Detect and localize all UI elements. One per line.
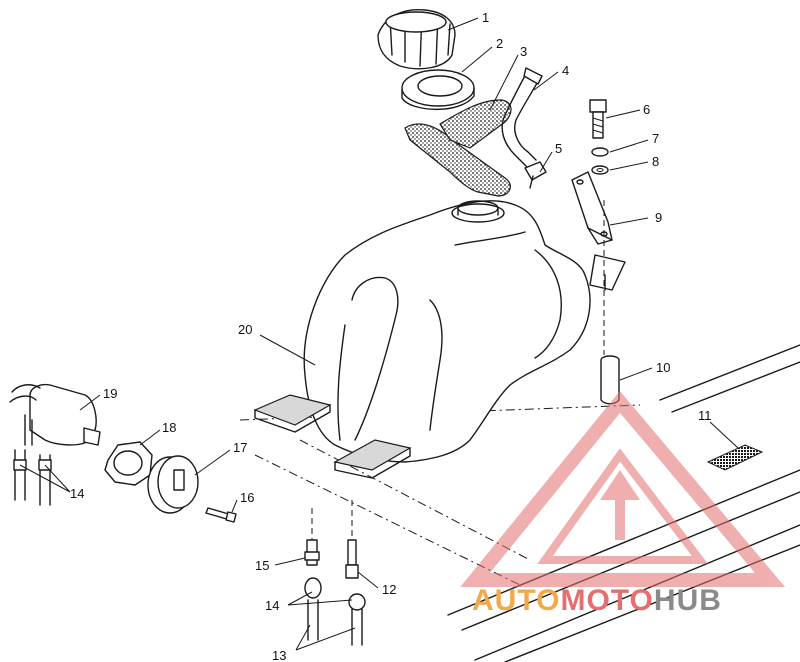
mounting-bolt [589,99,607,139]
washer-8 [591,165,609,175]
label-19: 19 [103,386,117,401]
vent-hose [501,67,543,171]
leader-lines [19,17,739,651]
label-1: 1 [482,10,489,25]
fuel-fitting-15 [304,508,320,566]
label-5: 5 [555,141,562,156]
label-14-lower: 14 [265,598,279,613]
label-9: 9 [655,210,662,225]
part-number-labels: 1 2 3 4 5 6 7 8 9 10 11 12 13 14 14 15 1… [70,10,712,662]
pump-nut-ring [104,441,153,486]
watermark-text: AUTOMOTOHUB [472,584,722,617]
label-15: 15 [255,558,269,573]
label-12: 12 [382,582,396,597]
cap-gasket [401,69,475,111]
label-10: 10 [656,360,670,375]
fuel-cap [377,8,456,70]
screw [205,507,237,523]
label-17: 17 [233,440,247,455]
label-2: 2 [496,36,503,51]
label-7: 7 [652,131,659,146]
foam-pad [404,99,512,197]
fuel-filter-cap [147,455,199,514]
fuel-hose-lower [304,577,366,646]
fuel-pump [9,383,101,506]
watermark-part-moto: MOTO [560,584,653,617]
tank-bracket [571,171,613,245]
label-6: 6 [643,102,650,117]
label-3: 3 [520,44,527,59]
label-8: 8 [652,154,659,169]
frame-rails [239,344,800,662]
hose-fitting [524,161,547,189]
warning-decal [706,444,764,471]
label-20: 20 [238,322,252,337]
label-4: 4 [562,63,569,78]
fuel-fitting-12 [345,500,359,579]
label-11: 11 [698,408,712,423]
label-18: 18 [162,420,176,435]
washer-7 [591,147,609,157]
label-16: 16 [240,490,254,505]
label-13: 13 [272,648,286,662]
watermark-part-auto: AUTO [472,584,560,617]
fuel-tank [253,200,626,479]
watermark-logo [460,391,786,587]
label-14-left: 14 [70,486,84,501]
watermark-part-hub: HUB [654,584,722,617]
